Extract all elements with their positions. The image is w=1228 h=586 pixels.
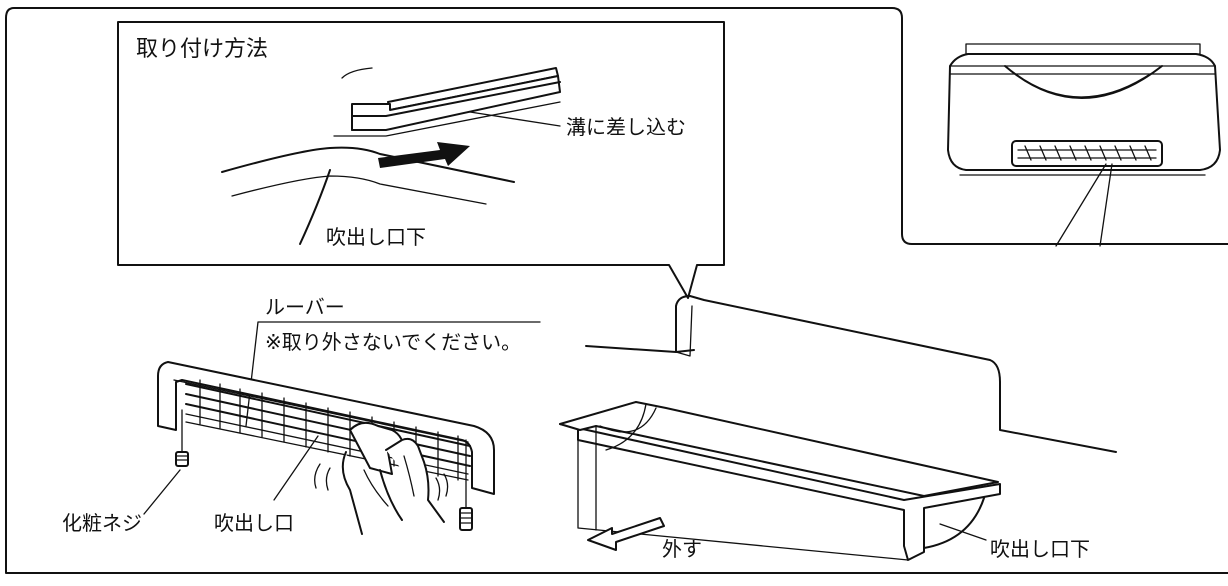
wall-panel [585, 295, 1117, 453]
outlet-label: 吹出し口 [214, 511, 294, 535]
screw-label: 化粧ネジ [62, 511, 142, 535]
left-screw [175, 409, 189, 467]
outlet-under-label: 吹出し口下 [990, 537, 1090, 561]
louver-leader [245, 321, 541, 427]
louver-assembly [157, 361, 495, 535]
outer-frame [5, 7, 1228, 574]
inset-title: 取り付け方法 [136, 37, 268, 62]
hand-with-cloth [314, 421, 449, 535]
unit-overview [947, 43, 1221, 247]
screw-leader [143, 469, 181, 515]
outlet-under-leader [939, 523, 987, 541]
louver-note: ※取り外さないでください。 [265, 330, 521, 354]
outlet-under-part [559, 401, 1001, 561]
outlet-under-inset-label: 吹出し口下 [326, 225, 426, 249]
remove-arrow [587, 517, 665, 551]
inset-detail [221, 67, 561, 245]
remove-label: 外す [662, 537, 702, 561]
right-screw [459, 439, 473, 531]
insert-arrow [378, 142, 470, 168]
groove-label: 溝に差し込む [566, 115, 686, 139]
louver-label: ルーバー [265, 295, 345, 319]
